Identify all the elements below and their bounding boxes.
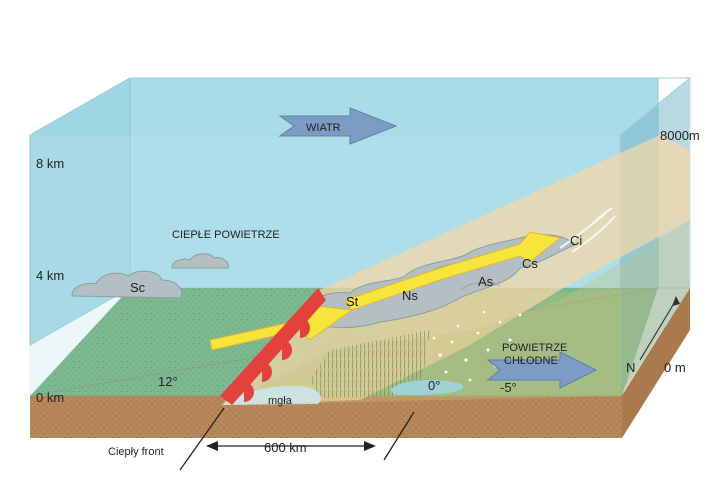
front-pointer-line [179,407,225,471]
compass [639,296,680,361]
warm-front-label: Ciepły front [108,446,164,458]
distance-arrow [206,441,376,451]
warm-front-semicircles [244,318,310,402]
distance-label: 600 km [264,440,307,455]
temp-cold: -5° [500,380,517,395]
small-cloud [171,253,229,269]
boundary-line [383,411,415,461]
compass-north: N [626,360,635,375]
warm-air-label: CIEPŁE POWIETRZE [172,229,280,241]
stratocumulus-cloud [71,270,183,299]
soil-right-face [622,288,690,438]
cloud-label-ns: Ns [402,288,418,303]
fog-label: mgła [268,395,293,407]
warm-front-line [220,288,326,405]
cirrus-wisps [559,207,616,253]
rain-area [310,330,430,398]
cloud-label-cs: Cs [522,256,538,271]
cloud-label-st: St [346,294,359,309]
altitude-8km: 8 km [36,156,64,171]
cloud-label-as: As [478,274,494,289]
cloud-label-sc: Sc [130,280,146,295]
soil-front-face [30,396,622,438]
cold-air-label-line2: CHŁODNE [504,355,558,367]
puddle [390,380,464,396]
wind-label: WIATR [306,122,341,134]
altitude-right-top: 8000m [660,128,700,143]
altitude-4km: 4 km [36,268,64,283]
temp-front: 0° [428,378,440,393]
cloud-label-ci: Ci [570,233,582,248]
cold-air-label-line1: POWIETRZE [502,342,567,354]
temp-warm: 12° [158,374,178,389]
wind-arrow [278,107,398,145]
altitude-0km: 0 km [36,390,64,405]
altitude-right-bottom: 0 m [664,360,686,375]
cold-air-arrow [486,351,598,389]
